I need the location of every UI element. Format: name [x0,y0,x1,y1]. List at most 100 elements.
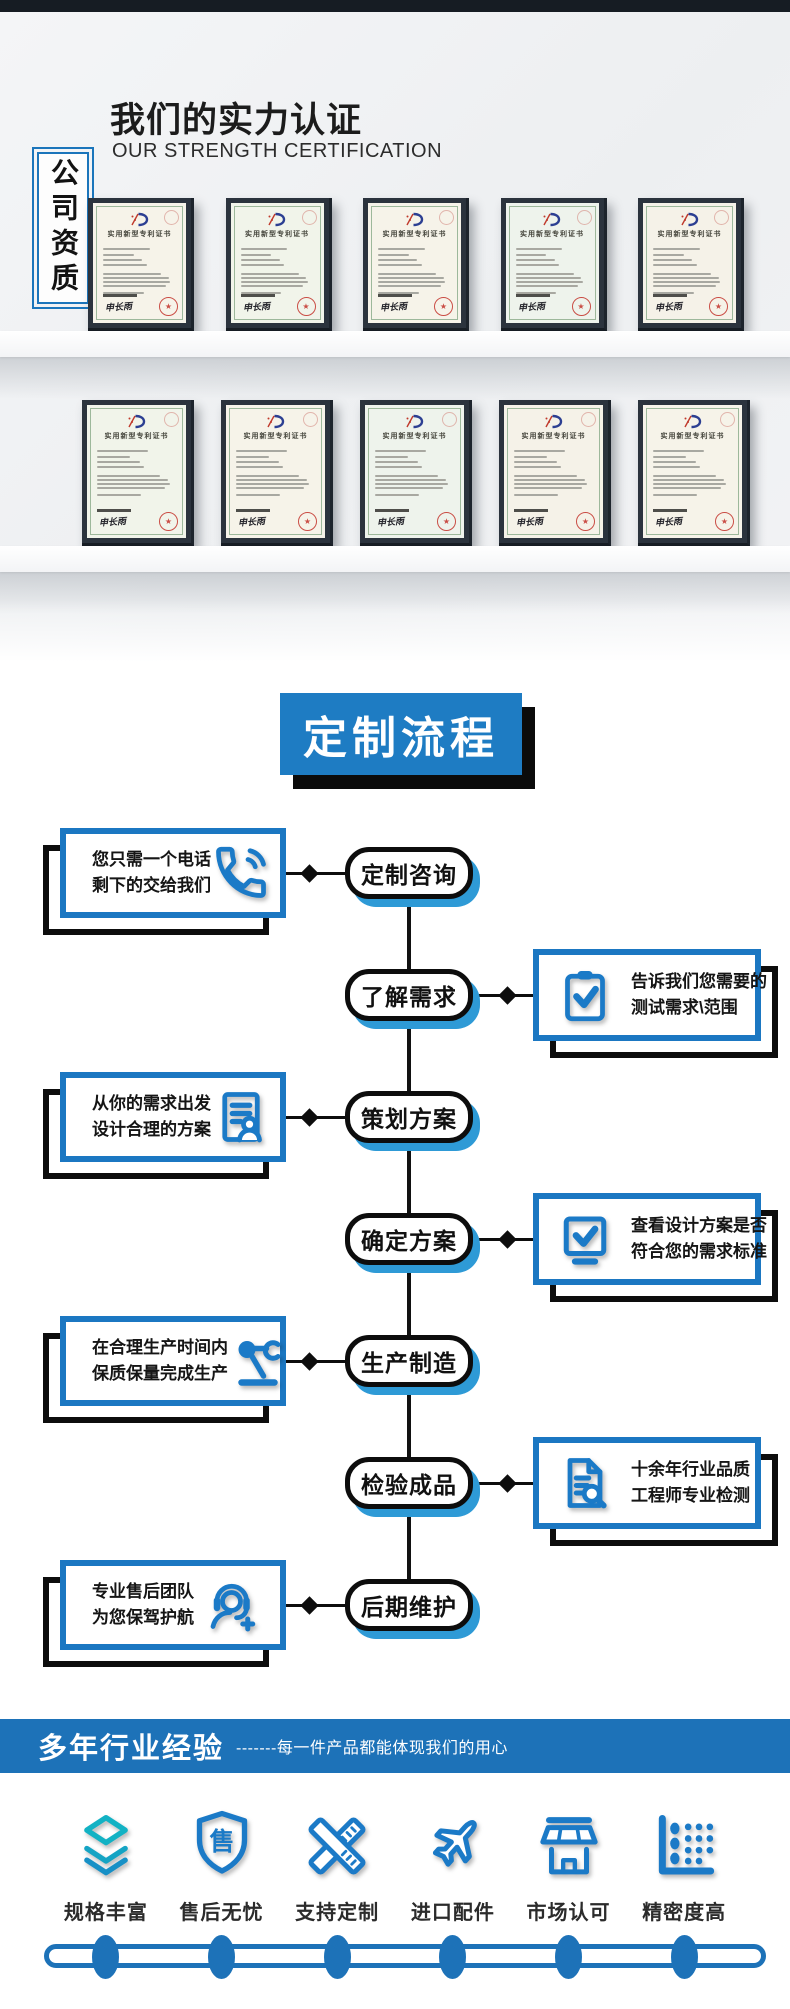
feature-row: 规格丰富 售 售后无忧 支持定制 进口配件 市场认可 精密度高 [48,1806,742,1925]
certificate-text-lines [375,445,454,496]
patent-logo [678,212,702,232]
certificate-paper: 实用新型专利证书申长雨★ [230,203,324,323]
shelf-face [0,331,790,357]
certificate-title: 实用新型专利证书 [104,433,169,440]
text-line [97,479,169,481]
certificate-title: 实用新型专利证书 [660,433,725,440]
certificate-text-lines [378,243,451,294]
text-line [514,483,587,485]
patent-logo [540,212,564,232]
precision-icon [644,1806,724,1886]
certificate-paper: 实用新型专利证书申长雨★ [504,405,603,538]
text-line [97,450,148,452]
certificate-paper: 实用新型专利证书申长雨★ [87,405,186,538]
text-line [653,494,698,496]
certificate-paper: 实用新型专利证书申长雨★ [365,405,464,538]
patent-logo [681,414,705,434]
text-line [375,461,418,463]
text-line [103,254,134,256]
barcode-bar [236,509,270,512]
text-line [515,259,555,261]
red-seal: ★ [709,297,728,316]
text-line [653,264,697,266]
certificate-paper: 实用新型专利证书申长雨★ [643,405,742,538]
experience-banner: 多年行业经验 -------每一件产品都能体现我们的用心 [0,1719,790,1773]
signature: 申长雨 [104,301,133,313]
feature-label: 售后无忧 [179,1902,264,1924]
faint-seal [301,210,317,225]
step-description-core: 查看设计方案是否符合您的需求标准 [533,1193,767,1285]
timeline-dot-cell [626,1934,742,1980]
step-description-core: 十余年行业品质工程师专业检测 [533,1437,761,1529]
red-seal: ★ [576,512,595,531]
red-seal: ★ [298,512,317,531]
step-description-line: 保质保量完成生产 [92,1364,228,1383]
text-line [103,277,169,279]
text-line [515,248,563,250]
certificate-title: 实用新型专利证书 [382,231,447,238]
connector-diamond [300,864,319,883]
certification-subtitle: OUR STRENGTH CERTIFICATION [112,140,443,162]
timeline-dot-cell [48,1934,164,1980]
step-label: 检验成品 [361,1472,457,1498]
red-seal: ★ [159,512,178,531]
text-line [103,285,166,287]
text-line [240,285,304,287]
certificate-frame: 实用新型专利证书申长雨★ [363,198,469,331]
step-label: 策划方案 [361,1106,457,1132]
text-line [236,461,279,463]
shelf-1 [0,331,790,399]
signature: 申长雨 [379,301,408,313]
red-seal: ★ [571,297,591,316]
certificate-frame: 实用新型专利证书申长雨★ [88,198,194,331]
text-line [97,487,165,489]
patent-logo [542,414,566,434]
text-line [515,273,574,275]
text-line [97,461,140,463]
step-description-line: 符合您的需求标准 [631,1242,767,1261]
text-line [515,277,582,279]
text-line [240,277,307,279]
certificate-frame: 实用新型专利证书申长雨★ [638,400,750,546]
step-description-text: 您只需一个电话剩下的交给我们 [92,847,211,900]
text-line [103,259,143,261]
certificate-row-1: 实用新型专利证书申长雨★实用新型专利证书申长雨★实用新型专利证书申长雨★实用新型… [88,198,744,331]
text-line [653,466,701,468]
certificate-title: 实用新型专利证书 [520,231,584,238]
text-line [240,264,285,266]
timeline-dot-cell [164,1934,280,1980]
step-description-line: 剩下的交给我们 [92,876,211,895]
certificate-text-lines [236,445,315,496]
timeline-dot-cell [395,1934,511,1980]
step-description-box: 您只需一个电话剩下的交给我们 [43,828,286,935]
text-line [236,487,304,489]
faint-seal [439,210,454,225]
signature: 申长雨 [237,516,266,528]
text-line [653,273,712,275]
text-line [653,254,684,256]
text-line [514,461,557,463]
text-line [240,281,308,283]
feature-label: 精密度高 [642,1902,727,1924]
text-line [378,264,422,266]
barcode-bar [515,294,550,297]
certificate-title: 实用新型专利证书 [107,231,172,238]
company-qualification-label: 公司资质 [48,158,79,298]
step-description-box: 查看设计方案是否符合您的需求标准 [533,1193,778,1302]
barcode-bar [375,509,409,512]
step-description-line: 测试需求\范围 [631,998,738,1017]
step-label: 定制咨询 [361,862,457,888]
faint-seal [581,412,596,427]
text-line [240,254,272,256]
step-pill-7: 后期维护 [345,1579,473,1631]
text-line [236,475,300,477]
signature: 申长雨 [376,516,405,528]
text-line [240,292,282,294]
text-line [653,456,687,458]
step-pill-4: 确定方案 [345,1213,473,1265]
text-line [240,273,299,275]
timeline-dot [555,1935,583,1979]
text-line [515,264,560,266]
certificate-title: 实用新型专利证书 [657,231,722,238]
text-line [653,285,716,287]
